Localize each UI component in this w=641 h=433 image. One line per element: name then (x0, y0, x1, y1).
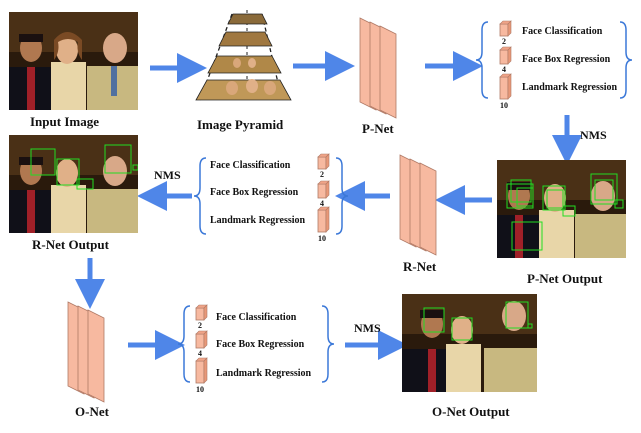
rnet-dim-10: 10 (318, 234, 326, 243)
nms-label-pnet: NMS (580, 128, 607, 142)
onet-dim-4: 4 (198, 349, 202, 358)
onet-output-label: O-Net Output (432, 404, 510, 419)
rnet-face-box-regression: Face Box Regression (210, 187, 299, 198)
pnet-face-box-regression: Face Box Regression (522, 54, 611, 65)
rnet-heads-graphic (193, 153, 349, 235)
onet-output-photo (402, 294, 537, 392)
nms-label-rnet: NMS (154, 168, 181, 182)
rnet-landmark-regression: Landmark Regression (210, 215, 306, 226)
rnet-dim-4: 4 (320, 199, 324, 208)
pnet-dim-10: 10 (500, 101, 508, 110)
pnet-face-classification: Face Classification (522, 26, 603, 37)
pnet-output-photo (497, 160, 626, 258)
onet-face-box-regression: Face Box Regression (216, 339, 305, 350)
onet-layers (67, 301, 105, 403)
rnet-dim-2: 2 (320, 170, 324, 179)
pnet-dim-4: 4 (502, 65, 506, 74)
onet-label: O-Net (75, 404, 109, 419)
onet-dim-10: 10 (196, 385, 204, 394)
pnet-output-label: P-Net Output (527, 271, 603, 286)
onet-dim-2: 2 (198, 321, 202, 330)
pnet-label: P-Net (362, 121, 394, 136)
pnet-dim-2: 2 (502, 37, 506, 46)
rnet-face-classification: Face Classification (210, 160, 291, 171)
rnet-layers (399, 154, 437, 256)
pnet-landmark-regression: Landmark Regression (522, 82, 618, 93)
rnet-output-photo (9, 135, 138, 233)
pnet-heads-graphic (475, 20, 633, 100)
onet-heads-graphic (177, 304, 335, 384)
onet-landmark-regression: Landmark Regression (216, 368, 312, 379)
input-image-photo (9, 12, 138, 110)
onet-face-classification: Face Classification (216, 312, 297, 323)
rnet-label: R-Net (403, 259, 437, 274)
input-image-label: Input Image (30, 114, 99, 129)
nms-label-onet: NMS (354, 321, 381, 335)
image-pyramid-label: Image Pyramid (197, 117, 284, 132)
pnet-layers (359, 17, 397, 119)
rnet-output-label: R-Net Output (32, 237, 109, 252)
image-pyramid-graphic (195, 10, 292, 101)
